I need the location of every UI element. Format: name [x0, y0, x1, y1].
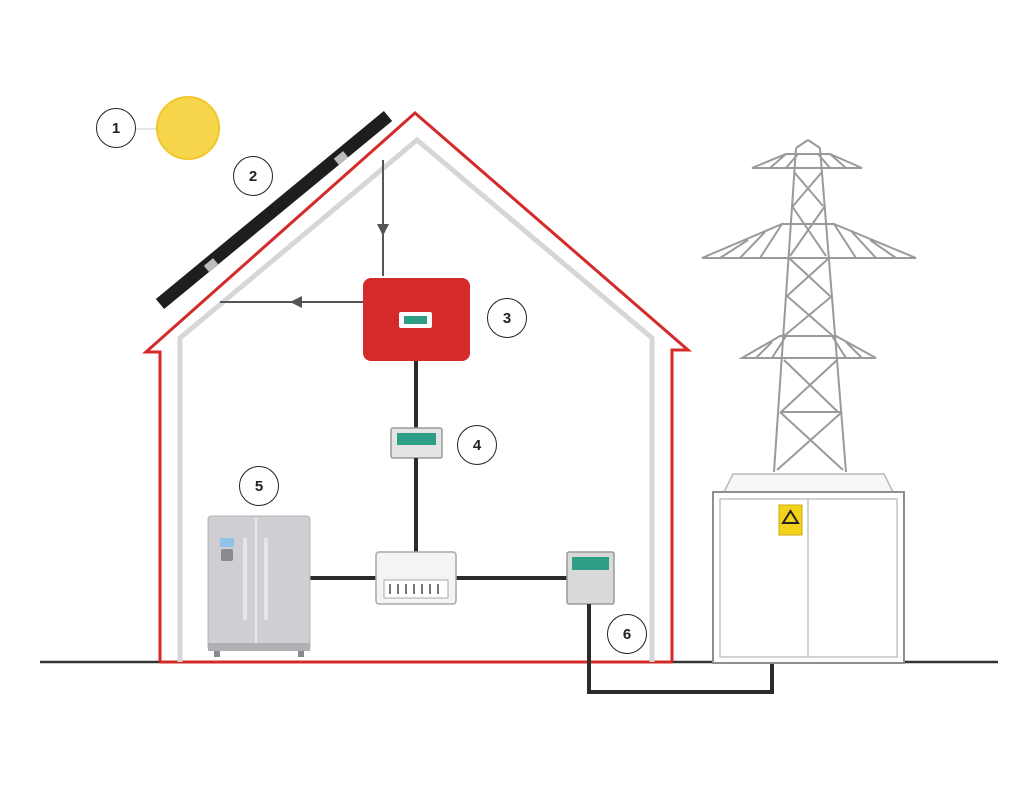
- generation-meter-icon: [390, 427, 443, 459]
- house-outline: [142, 111, 693, 664]
- inverter-output-arrow: [220, 296, 363, 308]
- dc-wire: [377, 160, 389, 276]
- callout-4: 4: [457, 425, 497, 465]
- callout-2: 2: [233, 156, 273, 196]
- consumer-unit-icon: [375, 551, 457, 605]
- sun-icon: [136, 96, 220, 160]
- inverter-icon: [363, 278, 470, 361]
- warning-sign-icon: [778, 504, 803, 536]
- pylon-icon: [701, 139, 917, 473]
- export-meter-icon: [566, 551, 615, 605]
- callout-5: 5: [239, 466, 279, 506]
- callout-3: 3: [487, 298, 527, 338]
- refrigerator-icon: [207, 515, 311, 657]
- substation-icon: [712, 473, 905, 664]
- wire-to-grid: [587, 604, 774, 694]
- callout-1: 1: [96, 108, 136, 148]
- solar-panel-icon: [155, 110, 393, 310]
- callout-6: 6: [607, 614, 647, 654]
